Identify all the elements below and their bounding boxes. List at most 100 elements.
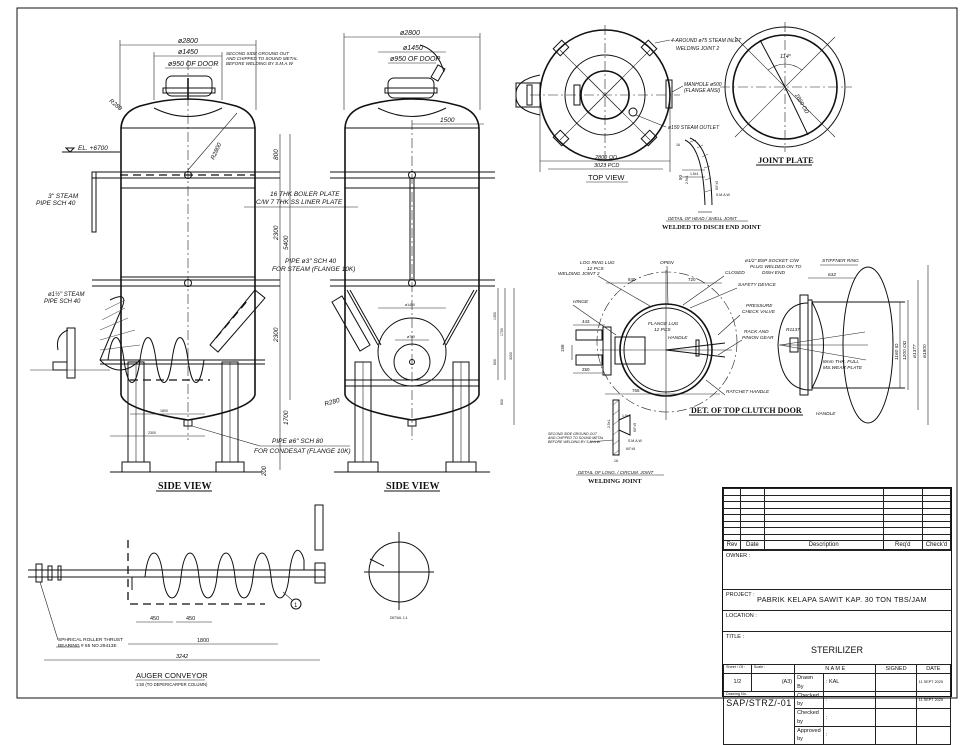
steam-flange-1: PIPE ø3" SCH 40 bbox=[285, 258, 336, 265]
bearing-1: SPHRICAL ROLLER THRUST bbox=[58, 637, 123, 643]
date-header: Date bbox=[739, 540, 765, 550]
revision-row bbox=[723, 520, 951, 528]
plate-note-1: 16 THK BOILER PLATE bbox=[270, 191, 340, 198]
closed-label: CLOSED bbox=[725, 270, 745, 276]
revision-row bbox=[723, 514, 951, 522]
role-3: Approved by bbox=[794, 726, 824, 745]
owner-label: OWNER : bbox=[726, 553, 751, 559]
dim-2800: ø2800 bbox=[178, 38, 198, 45]
dim-r1137: R1137 bbox=[786, 327, 800, 333]
steam-pipe-2: PIPE SCH 40 bbox=[36, 200, 76, 207]
engineering-drawing: ø2800 ø1450 ø950 OF DOOR SECOND SIDE GRO… bbox=[16, 7, 958, 699]
elevation-label: EL. +6700 bbox=[78, 145, 108, 152]
dim-1800-door: ø1800 bbox=[922, 344, 928, 358]
auger-title: AUGER CONVEYOR bbox=[136, 671, 208, 680]
revision-cell bbox=[882, 514, 924, 522]
dim-158: 158 bbox=[560, 344, 565, 352]
name-0-value: KAL bbox=[828, 679, 840, 686]
steam-pipe-small-1: ø1½" STEAM bbox=[48, 291, 84, 298]
date-3 bbox=[915, 726, 952, 745]
wear-2: MS.WEAR PLATE bbox=[823, 365, 863, 371]
condensate-2: FOR CONDESAT (FLANGE 10K) bbox=[254, 448, 351, 455]
owner-section: OWNER : bbox=[723, 550, 951, 589]
inlet-label-2: WELDING JOINT 2 bbox=[676, 46, 720, 52]
manhole-label-1: MANHOLE ø500 bbox=[684, 82, 722, 88]
manhole-label-2: (FLANGE ANSI) bbox=[684, 88, 721, 94]
socket-1: ø1/2" BSP SOCKET C/W bbox=[745, 258, 799, 264]
auger-dim-1800: 1800 bbox=[197, 638, 209, 644]
dim-2300-c: 2300 bbox=[148, 431, 156, 435]
log-ring-1: LOG RING LUG bbox=[580, 260, 615, 266]
sheet-cell: Sheet / Of : bbox=[723, 663, 752, 675]
head-title: WELDED TO DISCH END JOINT bbox=[662, 224, 761, 231]
steam-pipe-1: 3" STEAM bbox=[48, 193, 79, 200]
rack-2: PINION GEAR bbox=[742, 335, 774, 341]
head-detail: 50 2.5±1 1.5±1 60°±5 S.M.A.W 16 DETAIL O… bbox=[662, 137, 761, 231]
date-2 bbox=[915, 708, 952, 728]
checkd-header: Check'd bbox=[922, 540, 951, 550]
dim-1377: ø1377 bbox=[912, 344, 918, 358]
project-value: PABRIK KELAPA SAWIT KAP. 30 TON TBS/JAM bbox=[757, 595, 927, 604]
revision-cell bbox=[922, 527, 951, 535]
drawing-title: STERILIZER bbox=[810, 645, 863, 655]
head-15: 1.5±1 bbox=[690, 172, 699, 176]
wj-note-1: SECOND SIDE GROUND OUT bbox=[548, 432, 598, 436]
joint-plate-title: JOINT PLATE bbox=[758, 155, 814, 165]
scale-cell: Scale : bbox=[750, 663, 796, 675]
role-2: Checked by bbox=[794, 708, 824, 728]
dim-632: 632 bbox=[828, 272, 836, 278]
wj-note-2: AND CHIPPED TO SOUND METAL bbox=[547, 436, 604, 440]
detail-circle-label: DETAIL 1:1 bbox=[390, 616, 408, 620]
open-label: OPEN bbox=[660, 260, 674, 266]
drawing-no-label: Drawing No. bbox=[726, 691, 747, 696]
safety-label: SAFETY DEVICE bbox=[738, 282, 777, 288]
colon-separator: : bbox=[825, 697, 828, 704]
dim-1700: 1700 bbox=[283, 410, 290, 425]
dim-840: 840 bbox=[628, 277, 636, 282]
wj-note-3: BEFORE WELDING BY S.M.A.W bbox=[548, 440, 601, 444]
name-1: : bbox=[822, 690, 877, 710]
side-view-left: ø2800 ø1450 ø950 OF DOOR SECOND SIDE GRO… bbox=[30, 38, 358, 492]
colon-separator: : bbox=[825, 714, 828, 721]
side-view-right: ø2800 ø1450 ø950 OF DOOR 1500 bbox=[324, 30, 515, 492]
dim-1800: 1800 bbox=[160, 409, 168, 413]
revision-cell bbox=[882, 520, 924, 528]
project-section: PROJECT : PABRIK KELAPA SAWIT KAP. 30 TO… bbox=[723, 589, 951, 610]
flange-lug-2: 12 PCS bbox=[654, 327, 671, 333]
head-60a: 60°±5 bbox=[715, 181, 719, 190]
wj-25: 2.5±1 bbox=[607, 419, 611, 428]
log-ring-3: WELDING JOINT 2 bbox=[558, 271, 600, 277]
dim-765: 765 bbox=[632, 388, 640, 393]
revision-cell bbox=[882, 507, 924, 515]
signed-3 bbox=[875, 726, 917, 745]
date-col-header: DATE bbox=[915, 663, 952, 675]
r280-label: R280 bbox=[108, 98, 123, 112]
sheet-border bbox=[16, 7, 958, 699]
description-header: Description bbox=[763, 540, 884, 550]
auger-dim-450a: 450 bbox=[150, 616, 159, 622]
clutch-door-detail: 158 443 250 765 840 720 LOG RING LUG 12 … bbox=[558, 258, 929, 425]
wj-60a: 60°±5 bbox=[633, 423, 637, 432]
wear-1: 8mm THK. FULL bbox=[823, 359, 859, 365]
sheet-value: 1/2 bbox=[723, 673, 752, 692]
wj-title: WELDING JOINT bbox=[588, 478, 642, 485]
dim-1450-r: ø1450 bbox=[403, 45, 423, 52]
wj-16: 16 bbox=[614, 459, 618, 463]
location-section: LOCATION : bbox=[723, 610, 951, 631]
drawing-no-cell: Drawing No. SAP/STRZ/-01 bbox=[722, 690, 796, 745]
dim-1450-circle: ø1450 bbox=[405, 303, 415, 307]
name-header: N A M E bbox=[794, 663, 877, 675]
signed-header: SIGNED bbox=[875, 663, 917, 675]
dim-r-2: 1700 bbox=[500, 328, 504, 336]
top-view-title: TOP VIEW bbox=[588, 173, 625, 182]
revision-cell bbox=[922, 520, 951, 528]
dim-door: ø950 OF DOOR bbox=[168, 61, 218, 68]
location-label: LOCATION : bbox=[726, 613, 757, 619]
dim-2800od: 2800 OD bbox=[594, 155, 617, 161]
flange-lug-1: FLANGE LUG bbox=[648, 321, 679, 327]
revision-cell bbox=[922, 507, 951, 515]
revision-header: Rev Date Description Req'd Check'd bbox=[723, 540, 951, 550]
r2800-label: R2800 bbox=[210, 142, 223, 161]
date-0: 11 SEPT 2025 bbox=[915, 673, 952, 692]
title-label: TITLE : bbox=[726, 634, 745, 640]
